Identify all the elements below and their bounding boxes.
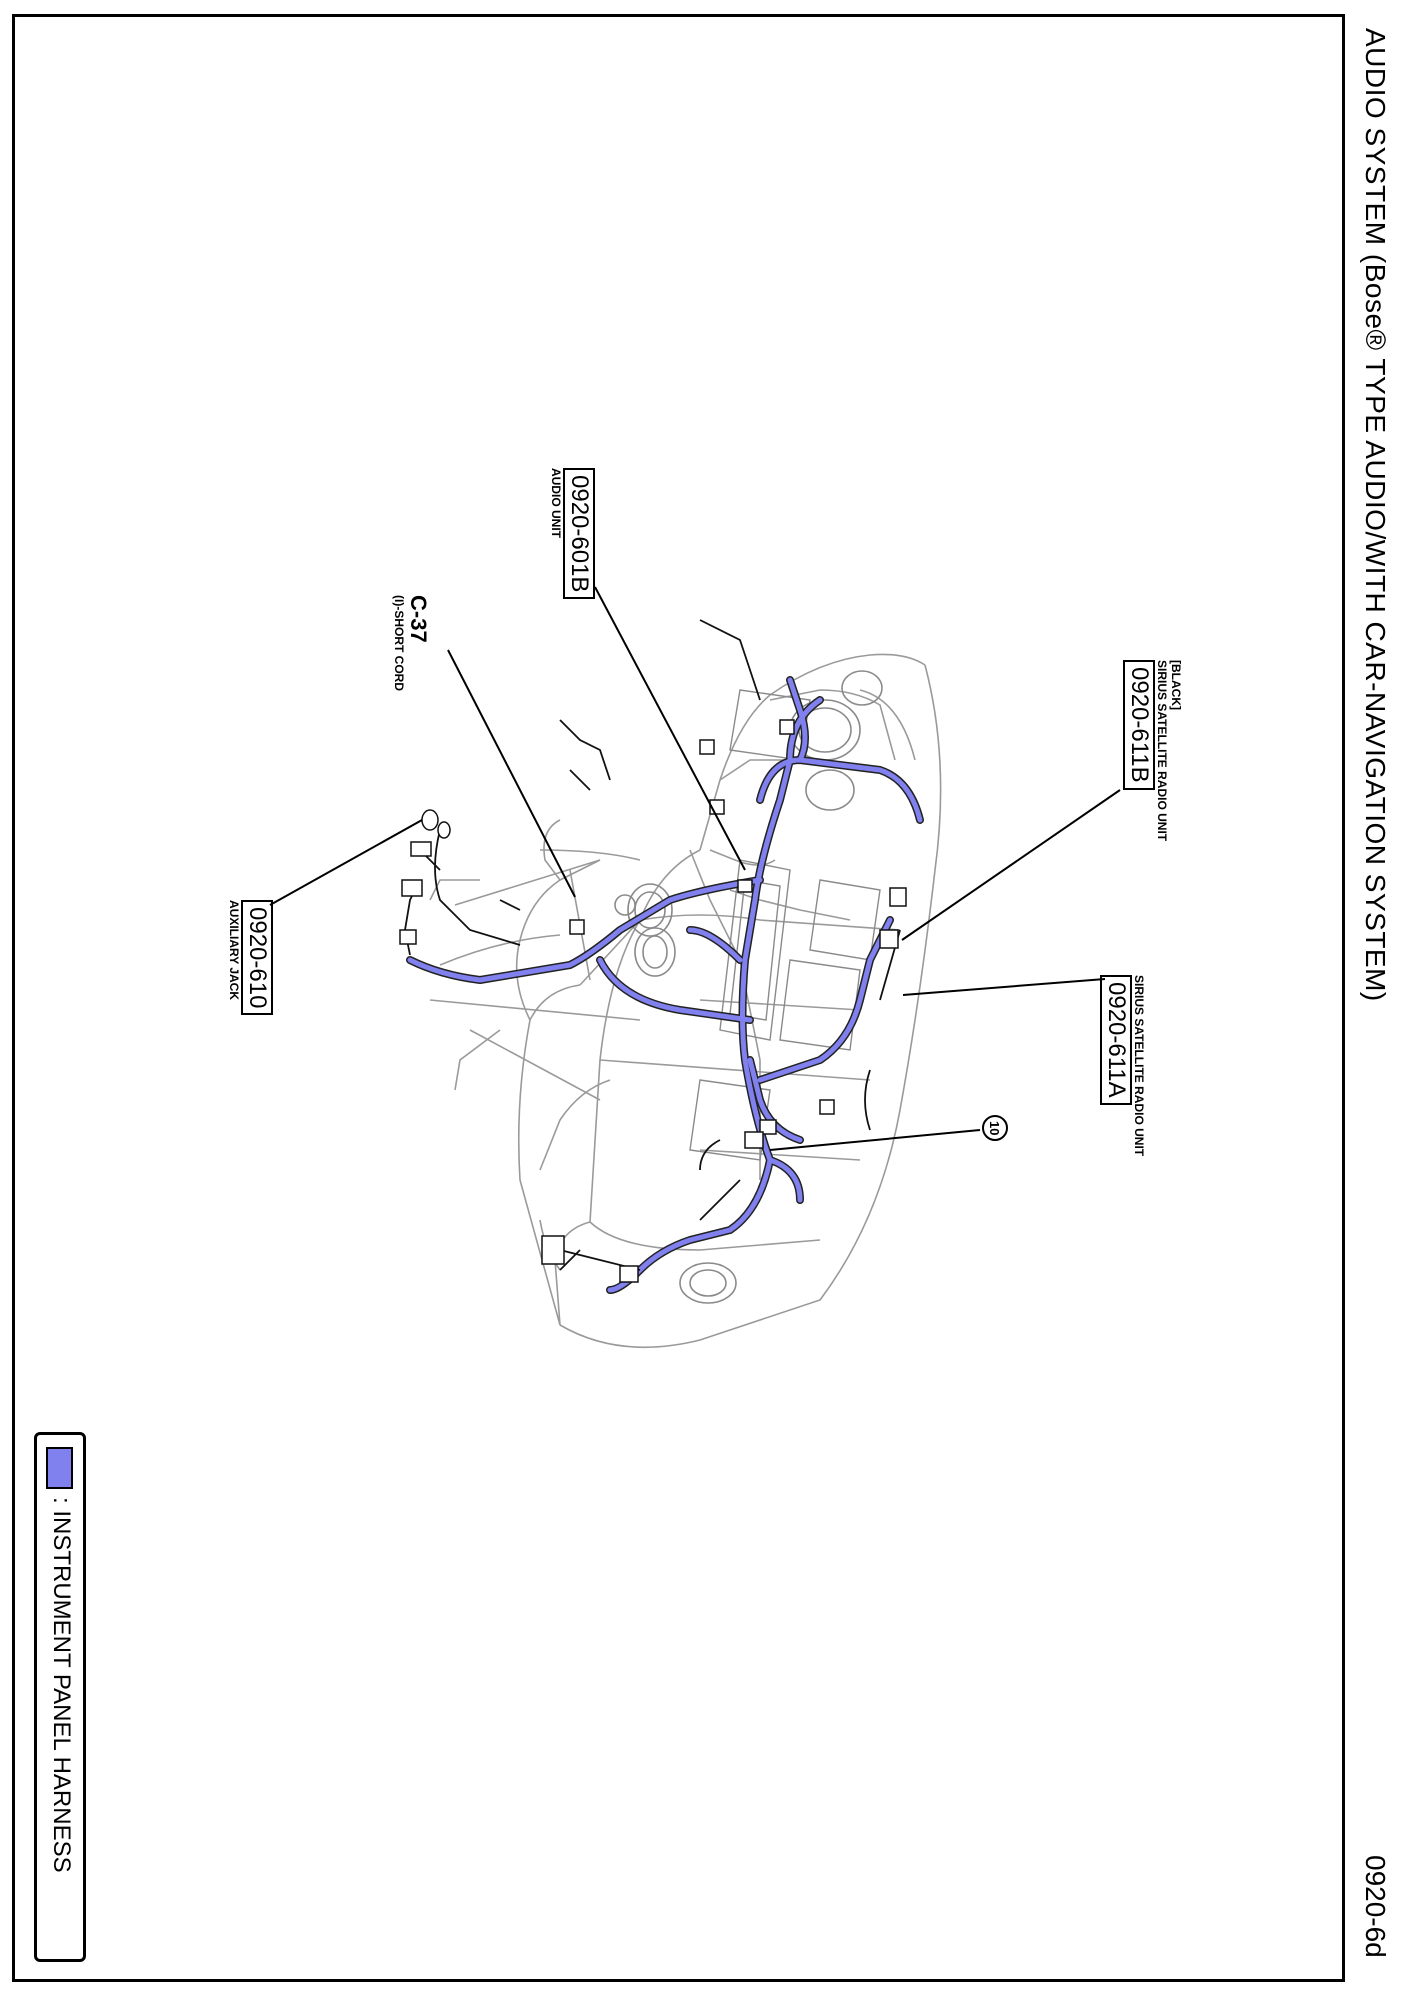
- instrument-panel-harness: [410, 680, 920, 1290]
- auxiliary-wiring: [404, 619, 901, 1271]
- callout-611b-name: SIRIUS SATELLITE RADIO UNIT: [1155, 660, 1169, 842]
- leader-c37: [447, 649, 576, 898]
- leader-610: [269, 819, 423, 906]
- callout-611b-code: 0920-611B: [1123, 660, 1155, 790]
- leader-601b: [594, 586, 746, 871]
- callout-601b: 0920-601B AUDIO UNIT: [549, 468, 595, 600]
- legend-box: : INSTRUMENT PANEL HARNESS: [34, 1432, 86, 1962]
- diagram-frame: [12, 14, 1345, 1982]
- callout-610-code: 0920-610: [241, 900, 273, 1016]
- callout-601b-code: 0920-601B: [563, 468, 595, 600]
- callout-610: 0920-610 AUXILIARY JACK: [227, 900, 273, 1016]
- ground-point-marker: [982, 1115, 1008, 1141]
- ground-point-number: 10: [987, 1121, 1002, 1136]
- callout-611b-note: [BLACK]: [1169, 660, 1183, 710]
- leader-lines: [269, 586, 1121, 1151]
- callout-611a: SIRIUS SATELLITE RADIO UNIT 0920-611A: [1100, 975, 1146, 1156]
- callout-611a-name: SIRIUS SATELLITE RADIO UNIT: [1132, 975, 1146, 1157]
- page-title: AUDIO SYSTEM (Bose® TYPE AUDIO/WITH CAR-…: [1360, 28, 1391, 1002]
- callout-610-name: AUXILIARY JACK: [227, 900, 241, 1001]
- harness-outline: [406, 676, 924, 1294]
- jack-plug: [421, 809, 451, 839]
- callout-601b-name: AUDIO UNIT: [549, 468, 563, 538]
- leader-611b: [901, 789, 1121, 941]
- legend-swatch: [46, 1447, 73, 1489]
- callout-c37: C-37 (I)-SHORT CORD: [392, 595, 431, 691]
- connector-blocks: [399, 719, 907, 1283]
- leader-611a: [902, 978, 1106, 996]
- callout-c37-code: C-37: [406, 595, 431, 643]
- callout-611a-code: 0920-611A: [1100, 975, 1132, 1105]
- callout-c37-name: (I)-SHORT CORD: [392, 595, 406, 691]
- page-code: 0920-6d: [1360, 1855, 1391, 1958]
- legend-label: : INSTRUMENT PANEL HARNESS: [48, 1497, 75, 1873]
- callout-611b: [BLACK] SIRIUS SATELLITE RADIO UNIT 0920…: [1123, 660, 1183, 841]
- leader-ground-10: [769, 1129, 981, 1151]
